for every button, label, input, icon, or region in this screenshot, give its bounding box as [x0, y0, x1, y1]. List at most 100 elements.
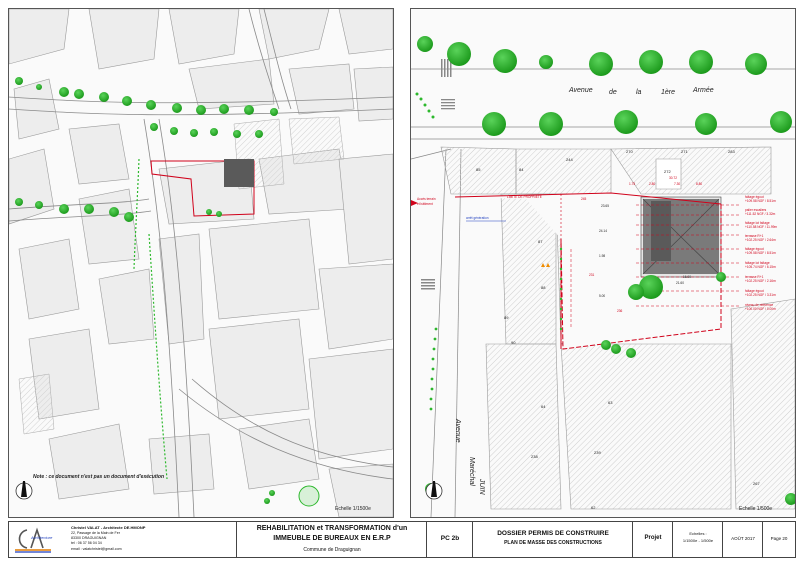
- dim-3: 7.30: [674, 182, 681, 186]
- parcel-244: 244: [566, 157, 573, 162]
- parcel-236: 236: [617, 309, 623, 313]
- parcel-62: 62: [591, 505, 596, 510]
- architect-logo: [15, 527, 51, 553]
- situation-plan-panel: Note : ce document n'est pas un document…: [8, 8, 394, 518]
- page-cell: Page 20: [763, 522, 795, 557]
- parcel-270: 270: [626, 149, 633, 154]
- access-label-2: et bâtiment: [417, 202, 433, 206]
- phase-cell: Projet: [633, 522, 673, 557]
- date: AOÛT 2017: [731, 536, 755, 541]
- parcel-271: 271: [681, 149, 688, 154]
- logo-text: Architecture: [31, 535, 53, 540]
- title-block: Architecture Christel VALAT - Architecte…: [8, 521, 796, 558]
- architect-phone: tel : 06 37 56 04 34: [71, 541, 102, 545]
- street-marechal-1: Avenue: [454, 419, 461, 443]
- level-8: +102.25 NGF / 2.64m: [745, 238, 776, 242]
- parcel-85: 85: [476, 167, 481, 172]
- date-cell: AOÛT 2017: [723, 522, 763, 557]
- level-16: +102.25 NGF / 3.31m: [745, 293, 776, 297]
- street-word-5: Armée: [693, 87, 714, 94]
- street-marechal-2: Maréchal: [468, 457, 475, 486]
- dim-6: 23.65: [601, 204, 609, 208]
- arret-label: arrêt génération: [466, 216, 489, 220]
- dim-2: 2.80: [649, 182, 656, 186]
- left-scale-label: Echelle 1/1500e: [335, 506, 371, 512]
- dim-4: 8.80: [696, 182, 703, 186]
- situation-plan-drawing: [9, 9, 393, 517]
- doc-code: PC 2b: [440, 535, 460, 542]
- scales-cell: Echelles : 1/1500e - 1/500e: [673, 522, 723, 557]
- level-18: +100.00 NGF / 0.00m: [745, 307, 776, 311]
- access-arrow: [411, 200, 418, 206]
- level-5: faîtage lot faîtage: [745, 221, 770, 225]
- site-plan-panel: Avenue de la 1ère Armée Avenue Maréchal …: [410, 8, 796, 518]
- level-1: faîtage égout: [745, 195, 764, 199]
- level-15: faîtage égout: [745, 289, 764, 293]
- architect-name: Christel VALAT - Architecte DE.HMONP: [71, 525, 146, 530]
- parcel-88: 88: [541, 285, 546, 290]
- project-title-1: REHABILITATION et TRANSFORMATION d'un: [256, 525, 408, 532]
- level-3: palier escaliers: [745, 208, 767, 212]
- parcel-283: 283: [728, 149, 735, 154]
- architect-email: email : valatchristel@gmail.com: [71, 547, 122, 551]
- phase: Projet: [644, 535, 662, 541]
- dim-7: 16.00: [683, 275, 691, 279]
- parcel-245: 245: [581, 197, 587, 201]
- parcel-238: 238: [531, 454, 538, 459]
- parcel-64: 64: [541, 404, 546, 409]
- street-marechal-3: JUIN: [478, 479, 485, 495]
- dim-11: 5.00: [599, 294, 606, 298]
- parcel-90: 90: [511, 340, 516, 345]
- doc-code-cell: PC 2b: [427, 522, 473, 557]
- situation-building-roof: [224, 159, 254, 187]
- scales-label: Echelles :: [689, 531, 707, 536]
- parcel-239: 239: [594, 450, 601, 455]
- project-cell: REHABILITATION et TRANSFORMATION d'un IM…: [237, 522, 427, 557]
- project-title-2: IMMEUBLE DE BUREAUX EN E.R.P: [273, 535, 391, 542]
- right-scale-label: Echelle 1/500e: [739, 506, 773, 512]
- level-2: +109.58 NGF / 8.51m: [745, 199, 776, 203]
- dim-9: 24.14: [599, 229, 607, 233]
- north-arrow-left: [15, 481, 33, 500]
- level-4: +111.52 NGF / 3.32m: [745, 212, 776, 216]
- dossier-cell: DOSSIER PERMIS DE CONSTRUIRE PLAN DE MAS…: [473, 522, 633, 557]
- dim-8: 21.60: [676, 281, 684, 285]
- property-limit-label: LIMITE DE PROPRIETE: [507, 195, 542, 199]
- dim-5: 30.72: [669, 176, 677, 180]
- street-word-1: Avenue: [569, 87, 593, 94]
- dossier-subtitle: PLAN DE MASSE DES CONSTRUCTIONS: [504, 540, 602, 546]
- level-6: +110.58 NGF / 11.99m: [745, 225, 778, 229]
- north-arrow-right: [425, 481, 443, 500]
- dim-1: 1.75: [629, 182, 636, 186]
- property-line-south: [560, 204, 722, 350]
- site-plan-drawing: [411, 36, 795, 517]
- page-number: Page 20: [770, 536, 788, 541]
- level-17: niveau de référence: [745, 303, 774, 307]
- architect-address-1: 22, Passage de la Main de Fer: [71, 531, 120, 535]
- level-10: +109.58 NGF / 8.51m: [745, 251, 776, 255]
- disclaimer-note: Note : ce document n'est pas un document…: [33, 474, 165, 480]
- dim-10: 1.98: [599, 254, 606, 258]
- architect-cell: Architecture Christel VALAT - Architecte…: [9, 522, 237, 557]
- access-label: Accès terrain: [417, 197, 436, 201]
- level-14: +102.25 NGF / 2.16m: [745, 279, 776, 283]
- parcel-63: 63: [608, 400, 613, 405]
- level-11: faîtage lot faîtage: [745, 261, 770, 265]
- parcel-267: 267: [753, 481, 760, 486]
- property-line-north: [454, 192, 722, 205]
- street-word-2: de: [609, 89, 617, 96]
- scales-values: 1/1500e - 1/500e: [682, 538, 714, 543]
- commune: Commune de Draguignan: [303, 547, 361, 553]
- dossier-title: DOSSIER PERMIS DE CONSTRUIRE: [497, 530, 609, 537]
- parcel-89: 89: [504, 315, 509, 320]
- level-12: +105.74 NGF / 6.15m: [745, 265, 776, 269]
- level-13: terrasse R+1: [745, 275, 764, 279]
- parcel-84: 84: [519, 167, 524, 172]
- street-word-3: la: [636, 89, 642, 96]
- architect-address-2: 83300 DRAGUIGNAN: [71, 536, 107, 540]
- parcel-272: 272: [664, 169, 671, 174]
- street-word-4: 1ère: [661, 89, 676, 96]
- parcel-231: 231: [589, 273, 595, 277]
- parcel-87: 87: [538, 239, 543, 244]
